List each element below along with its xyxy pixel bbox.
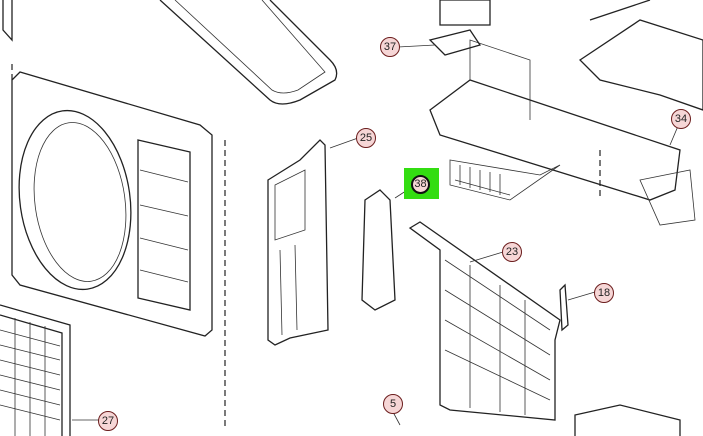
control-box	[428, 0, 703, 226]
callout-27[interactable]: 27	[98, 411, 118, 431]
callout-18[interactable]: 18	[594, 283, 614, 303]
clip-part	[559, 283, 569, 332]
left-edge-part	[2, 0, 13, 42]
grille	[0, 304, 71, 436]
leader-lines	[72, 44, 682, 426]
front-panel	[11, 60, 226, 430]
top-cover-frame	[159, 0, 338, 105]
base-tray-part	[574, 404, 681, 436]
callout-5[interactable]: 5	[383, 394, 403, 414]
filter-panel	[408, 221, 561, 421]
bracket-part	[361, 189, 396, 311]
callout-25[interactable]: 25	[356, 128, 376, 148]
callout-23[interactable]: 23	[502, 242, 522, 262]
callout-37[interactable]: 37	[380, 37, 400, 57]
callout-34[interactable]: 34	[671, 109, 691, 129]
side-panel	[267, 139, 329, 346]
callout-38[interactable]: 38	[411, 175, 430, 194]
